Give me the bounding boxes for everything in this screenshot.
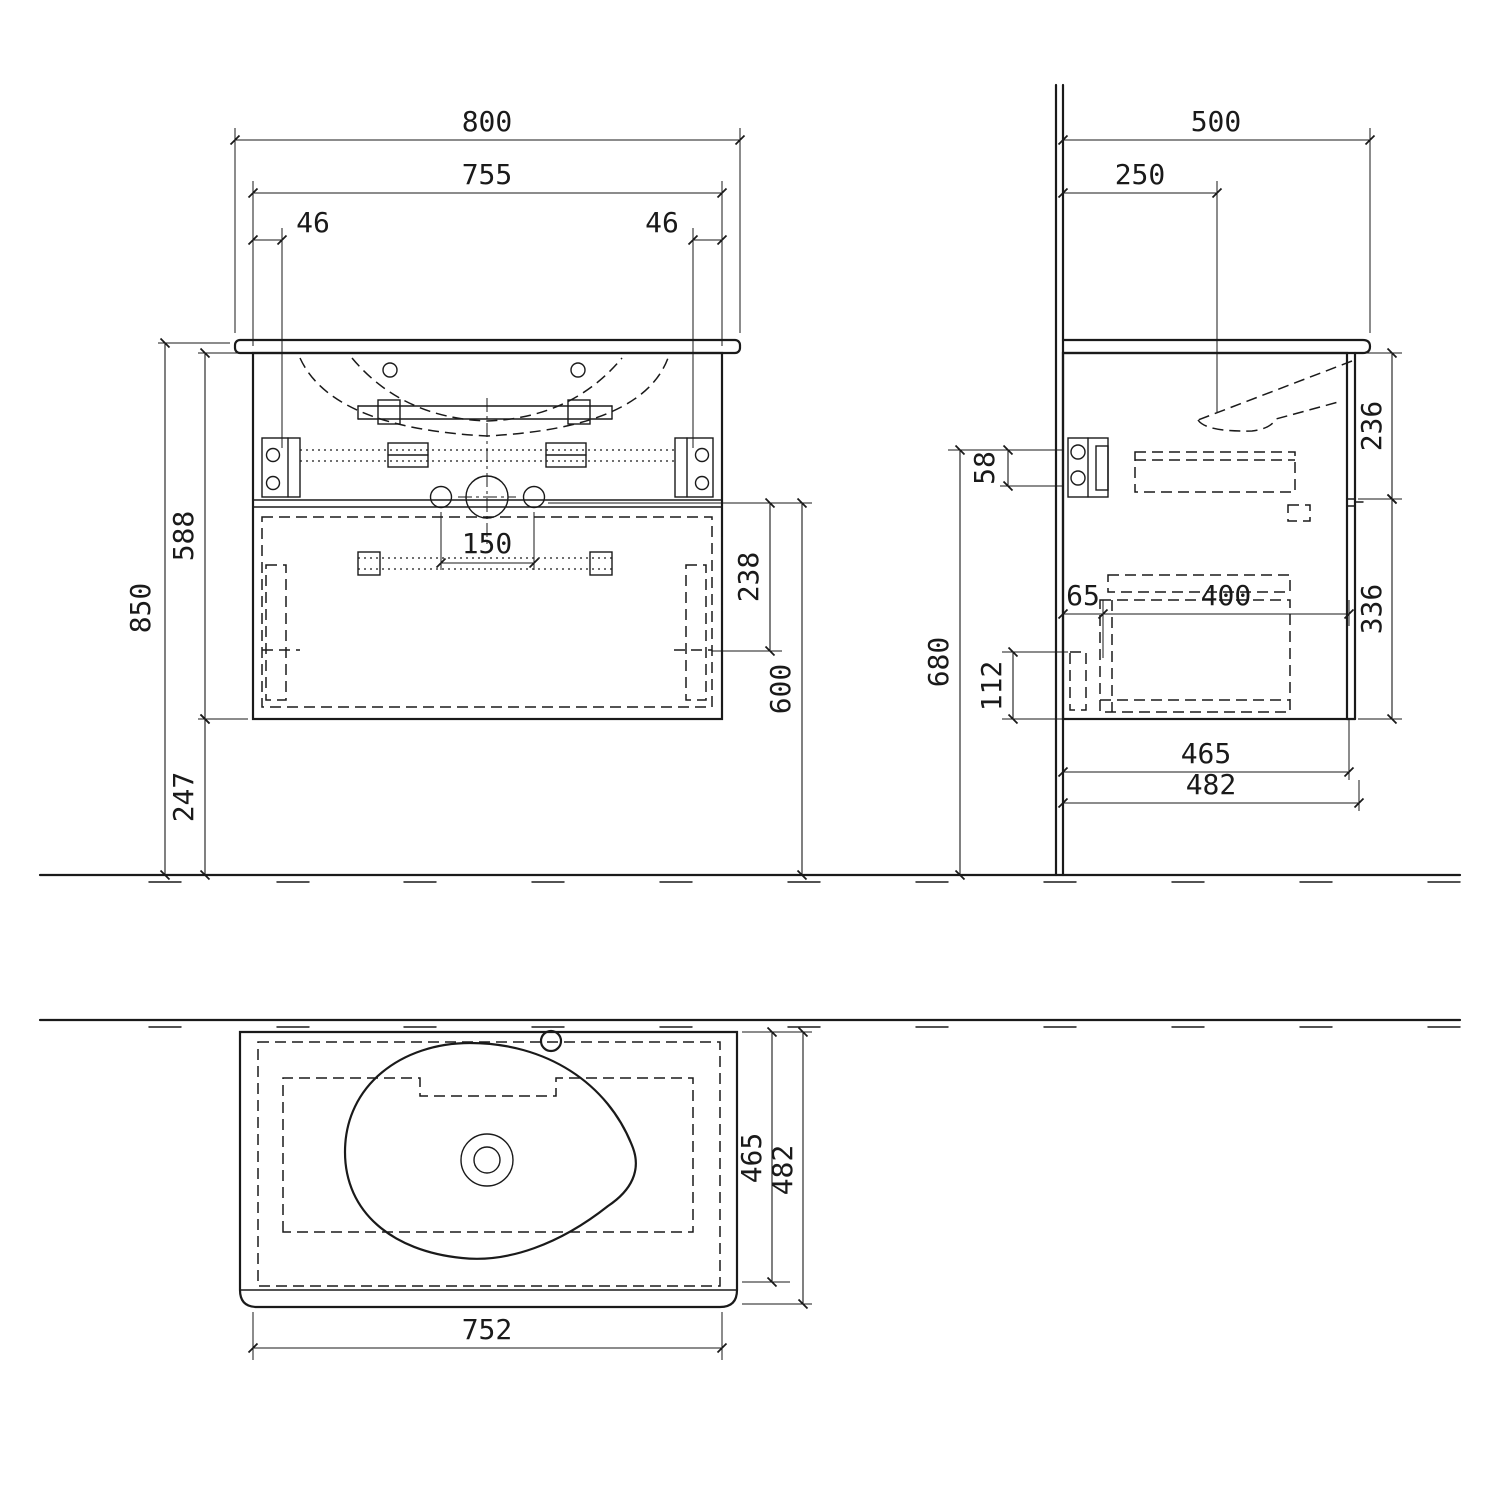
front-basin-hidden-outline <box>299 357 669 437</box>
dim-label-482-side: 482 <box>1186 768 1237 801</box>
front-overflow-right <box>570 362 586 378</box>
dim-label-600: 600 <box>764 664 797 715</box>
front-dim-floor-clearance: 247 <box>167 713 211 881</box>
plan-wall-line <box>38 1018 1462 1028</box>
front-basin-top <box>233 338 742 355</box>
front-dim-total-width: 800 <box>229 105 746 333</box>
front-upper-rail <box>300 442 675 468</box>
front-view: 800 755 46 46 850 <box>124 105 812 881</box>
side-upper-rail-hidden <box>1134 451 1311 522</box>
dim-label-680: 680 <box>922 637 955 688</box>
front-dim-offset-right: 46 <box>645 206 728 448</box>
front-dim-drain-spacing: 150 <box>435 512 540 570</box>
side-dim-total-depth: 500 <box>1057 105 1376 333</box>
side-wall-bracket <box>1067 437 1109 498</box>
dim-label-238: 238 <box>732 552 765 603</box>
front-overflow-left <box>382 362 398 378</box>
front-drain-holes <box>429 475 546 519</box>
side-view: 500 250 236 336 58 <box>922 83 1402 881</box>
side-dim-upper-section: 236 <box>1355 347 1402 505</box>
dim-label-336: 336 <box>1355 584 1388 635</box>
dim-label-112: 112 <box>975 661 1008 712</box>
dim-label-850: 850 <box>124 583 157 634</box>
plan-drain <box>460 1133 514 1187</box>
side-dim-bracket-height: 58 <box>948 444 1063 492</box>
dim-label-58: 58 <box>968 451 1001 485</box>
dim-label-247: 247 <box>167 772 200 823</box>
plan-view: 465 482 752 <box>238 1026 812 1360</box>
front-cabinet-body <box>251 351 724 721</box>
front-drain-bar <box>357 399 613 425</box>
plan-basin-bowl <box>343 1041 637 1260</box>
dim-label-236: 236 <box>1355 401 1388 452</box>
front-dim-drain-height: 600 <box>764 497 808 881</box>
plan-dim-inner-depth: 465 <box>735 1026 790 1288</box>
dim-label-46-right: 46 <box>645 206 679 239</box>
side-front-panel <box>1345 351 1364 721</box>
dim-label-465-side: 465 <box>1181 737 1232 770</box>
dim-label-46-left: 46 <box>296 206 330 239</box>
plan-drawer-hidden-outlines <box>257 1041 721 1287</box>
side-dim-lower-section: 336 <box>1355 493 1402 725</box>
front-dim-offset-left: 46 <box>247 206 330 448</box>
dim-label-588: 588 <box>167 511 200 562</box>
side-lower-drawer-hidden <box>1069 574 1291 713</box>
plan-tap-hole <box>539 1029 563 1053</box>
side-dim-bracket-floor: 680 <box>922 444 966 881</box>
plan-dim-outer-depth: 482 <box>742 1026 812 1310</box>
front-lower-drawer-hidden <box>261 516 713 708</box>
side-dim-basin-center: 250 <box>1057 158 1223 412</box>
floor-line <box>38 873 1462 883</box>
dim-label-752: 752 <box>462 1313 513 1346</box>
front-bracket-right <box>674 437 714 498</box>
dim-label-400: 400 <box>1201 579 1252 612</box>
front-dim-total-height: 850 <box>124 337 230 881</box>
dim-label-465-plan: 465 <box>735 1133 768 1184</box>
side-dim-bottom-section: 112 <box>975 646 1068 725</box>
dim-label-800: 800 <box>462 105 513 138</box>
dim-label-482-plan: 482 <box>766 1145 799 1196</box>
dim-label-150: 150 <box>462 527 513 560</box>
front-dim-top-width: 755 <box>247 158 728 346</box>
side-basin-hidden-profile <box>1197 360 1353 432</box>
dim-label-65: 65 <box>1066 579 1100 612</box>
plan-dim-cabinet-width: 752 <box>247 1312 728 1360</box>
dim-label-755: 755 <box>462 158 513 191</box>
side-dim-overall-depth: 482 <box>1057 768 1365 811</box>
front-dim-drain-to-bottom: 238 <box>548 497 812 657</box>
dim-label-250: 250 <box>1115 158 1166 191</box>
side-cabinet-body <box>1061 351 1349 721</box>
plan-cabinet-outline <box>238 1030 739 1309</box>
side-dim-cabinet-depth: 465 <box>1057 719 1355 780</box>
side-dim-inset-and-drawer-depth: 65 400 <box>1057 579 1355 658</box>
front-bracket-left <box>261 437 301 498</box>
front-dim-cabinet-height: 588 <box>167 347 248 725</box>
dim-label-500: 500 <box>1191 105 1242 138</box>
